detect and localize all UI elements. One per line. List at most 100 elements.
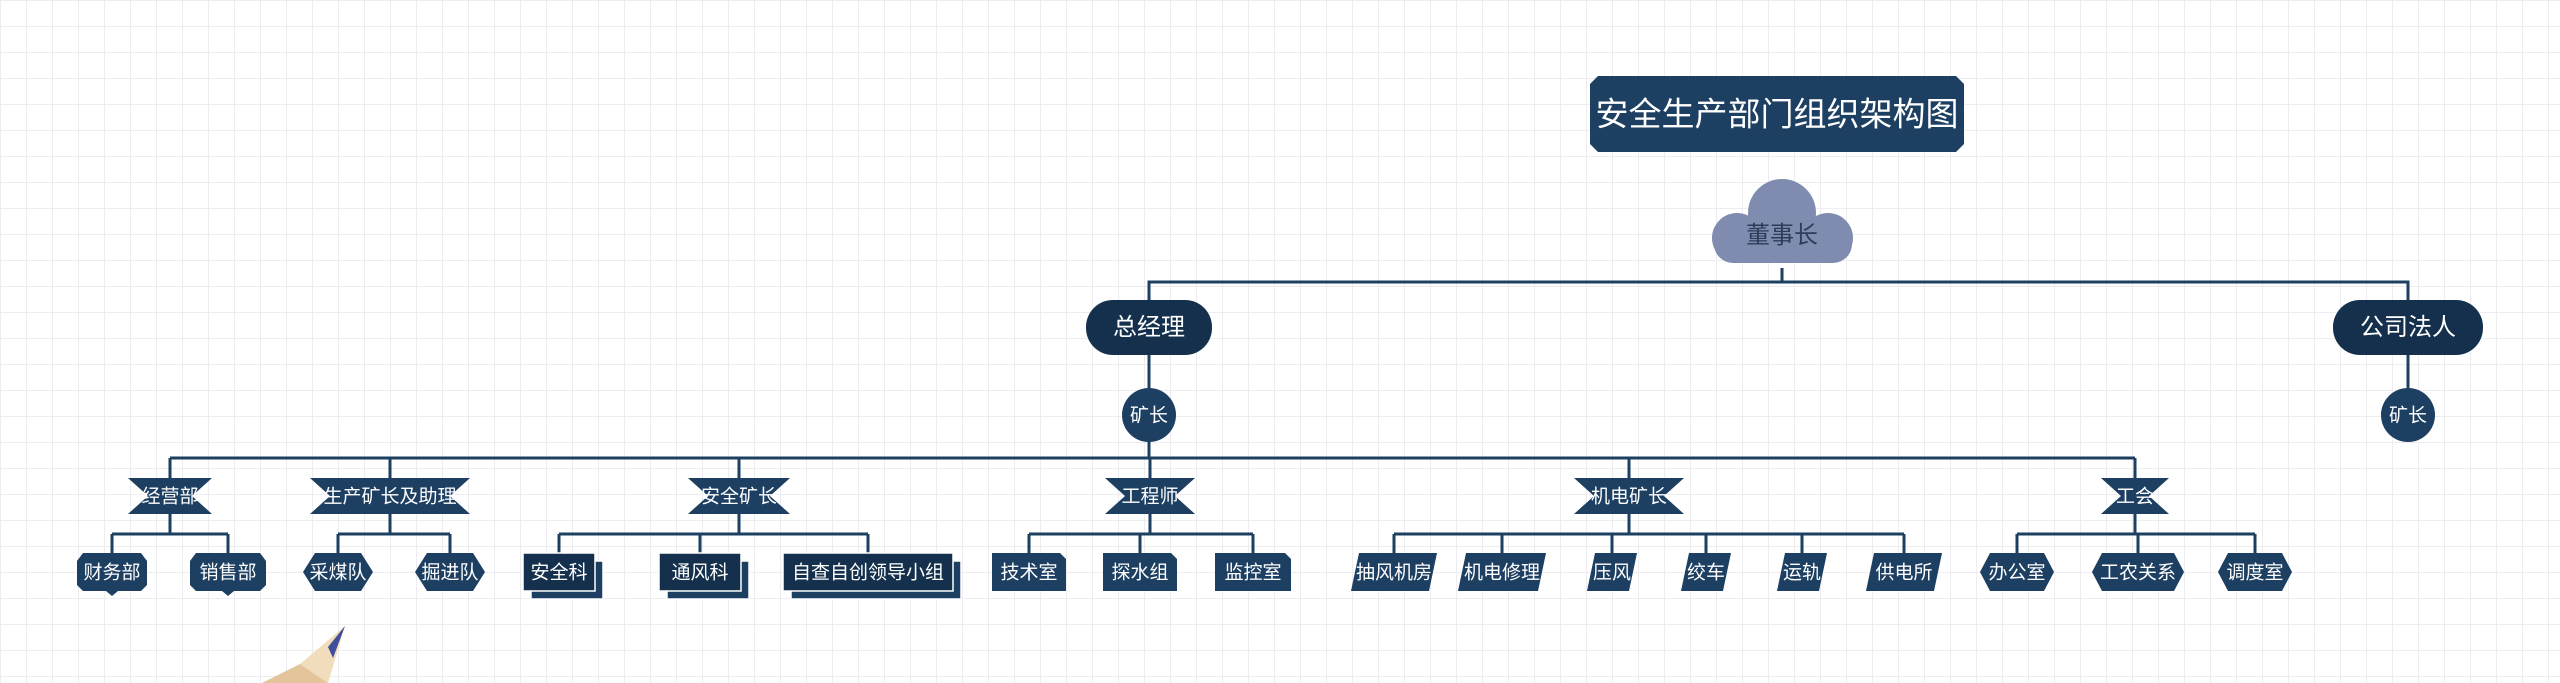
leaf-label: 机电修理: [1464, 562, 1540, 584]
connector-leaf-bus: [1394, 514, 1904, 536]
leaf-shape: [992, 553, 1066, 591]
leaf-node[interactable]: 通风科: [658, 552, 750, 600]
leaf-shape: [522, 552, 596, 592]
leaf-label: 财务部: [83, 562, 140, 584]
node-general-manager-label: 总经理: [1113, 313, 1185, 341]
leaf-shape: [1351, 553, 1437, 591]
department-shape: [1105, 478, 1195, 514]
leaf-label: 自查自创领导小组: [792, 562, 944, 584]
leaf-node[interactable]: 绞车: [1681, 553, 1731, 591]
connector-leaf-bus: [2017, 514, 2255, 536]
department-shape: [1574, 478, 1684, 514]
leaf-node[interactable]: 机电修理: [1458, 553, 1546, 591]
leaf-node[interactable]: 监控室: [1215, 553, 1291, 591]
leaf-shape: [190, 553, 266, 596]
leaf-node[interactable]: 销售部: [190, 553, 266, 596]
page-title: 安全生产部门组织架构图: [1596, 95, 1959, 134]
department-node[interactable]: 安全矿长: [688, 478, 790, 514]
department-label: 经营部: [141, 486, 198, 508]
leaf-node[interactable]: 采煤队: [303, 553, 373, 591]
department-label: 安全矿长: [701, 486, 777, 508]
department-label: 生产矿长及助理: [323, 486, 456, 508]
department-node[interactable]: 工会: [2101, 478, 2169, 514]
leaf-shape: [1587, 553, 1637, 591]
department-label: 工程师: [1121, 486, 1178, 508]
leaf-node[interactable]: 探水组: [1103, 553, 1177, 591]
leaf-label: 绞车: [1687, 562, 1725, 584]
leaf-node[interactable]: 工农关系: [2092, 553, 2184, 591]
leaf-shape: [1215, 553, 1291, 591]
leaf-label: 办公室: [1988, 562, 2045, 584]
department-label: 机电矿长: [1591, 486, 1667, 508]
department-node[interactable]: 机电矿长: [1574, 478, 1684, 514]
leaf-node[interactable]: 压风: [1587, 553, 1637, 591]
leaf-shape: [303, 553, 373, 591]
leaf-node[interactable]: 自查自创领导小组: [782, 552, 962, 600]
root-node[interactable]: 董事长: [1712, 179, 1853, 263]
connector-department-bus: [170, 442, 2135, 460]
leaf-label: 安全科: [530, 562, 587, 584]
leaf-node[interactable]: 技术室: [992, 553, 1066, 591]
node-general-manager[interactable]: 总经理: [1086, 300, 1212, 355]
leaf-node[interactable]: 供电所: [1866, 553, 1942, 591]
connector-root: [1147, 268, 2410, 300]
leaf-node[interactable]: 抽风机房: [1351, 553, 1437, 591]
leaf-shape: [77, 553, 147, 596]
title-node[interactable]: 安全生产部门组织架构图: [1590, 76, 1964, 152]
node-legal-person[interactable]: 公司法人: [2333, 300, 2483, 355]
department-shape: [688, 478, 790, 514]
leaf-node[interactable]: 安全科: [522, 552, 604, 600]
leaf-shape: [658, 552, 742, 592]
department-shape: [2101, 478, 2169, 514]
leaf-shape: [782, 552, 954, 592]
leaf-shape: [1103, 553, 1177, 591]
connector-leaf-bus: [338, 514, 450, 536]
leaf-shape: [1777, 553, 1827, 591]
node-mine-manager-left-label: 矿长: [1130, 405, 1168, 427]
leaf-label: 压风: [1593, 562, 1631, 584]
leaf-label: 销售部: [199, 562, 256, 584]
leaf-nodes: 财务部 销售部 采煤队 掘进队 安全科 通风科 自查自创领导小组 技术室 探水组 监控室 抽风机房 机…: [77, 552, 2292, 600]
node-legal-person-label: 公司法人: [2360, 313, 2456, 341]
connector-leaf-bus: [559, 514, 868, 536]
department-node[interactable]: 工程师: [1105, 478, 1195, 514]
department-node[interactable]: 生产矿长及助理: [310, 478, 470, 514]
leaf-label: 抽风机房: [1356, 562, 1432, 584]
leaf-label: 探水组: [1111, 562, 1168, 584]
leaf-node[interactable]: 办公室: [1980, 553, 2054, 591]
root-label: 董事长: [1746, 221, 1818, 249]
node-mine-manager-left[interactable]: 矿长: [1122, 388, 1176, 442]
department-shape: [310, 478, 470, 514]
leaf-node[interactable]: 财务部: [77, 553, 147, 596]
node-legal-person-box: [2333, 300, 2483, 355]
leaf-shape: [1980, 553, 2054, 591]
node-general-manager-box: [1086, 300, 1212, 355]
connector-lines: [110, 268, 2410, 554]
node-mine-manager-right-label: 矿长: [2389, 405, 2427, 427]
department-nodes: 经营部 生产矿长及助理 安全矿长 工程师 机电矿长 工会: [128, 478, 2169, 514]
node-mine-manager-right[interactable]: 矿长: [2381, 388, 2435, 442]
leaf-shape: [1866, 553, 1942, 591]
leaf-node[interactable]: 掘进队: [415, 553, 485, 591]
leaf-shape: [2092, 553, 2184, 591]
node-mine-manager-left-circle: [1122, 388, 1176, 442]
pencil-icon: [262, 626, 345, 683]
department-shape: [128, 478, 212, 514]
leaf-label: 调度室: [2226, 562, 2283, 584]
leaf-node[interactable]: 运轨: [1777, 553, 1827, 591]
leaf-label: 掘进队: [421, 562, 478, 584]
leaf-node[interactable]: 调度室: [2218, 553, 2292, 591]
leaf-label: 采煤队: [309, 562, 366, 584]
leaf-label: 监控室: [1224, 562, 1281, 584]
title-box: [1590, 76, 1964, 152]
leaf-shape: [2218, 553, 2292, 591]
leaf-shape: [1458, 553, 1546, 591]
leaf-shape: [415, 553, 485, 591]
leaf-label: 工农关系: [2100, 562, 2176, 584]
department-node[interactable]: 经营部: [128, 478, 212, 514]
leaf-label: 运轨: [1783, 562, 1821, 584]
connector-leaf-bus: [1029, 514, 1253, 536]
leaf-label: 通风科: [671, 562, 728, 584]
leaf-shape: [1681, 553, 1731, 591]
